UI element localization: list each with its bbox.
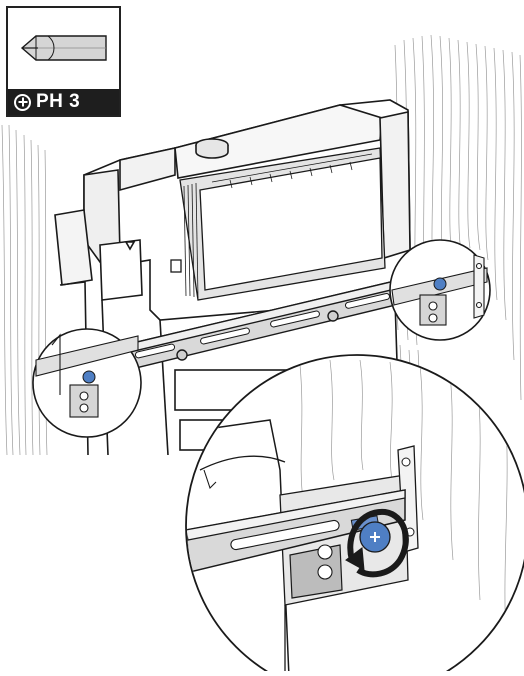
zoom-detail-circle [185,354,524,676]
phillips-plus-icon [14,93,31,111]
control-panel-opening [170,147,386,301]
tool-size-label: PH 3 [36,91,81,112]
phillips-screwdriver-bit-icon [20,35,107,61]
detail-circle-left [32,328,142,438]
tool-badge: PH 3 [6,6,121,117]
tool-badge-footer: PH 3 [8,89,119,115]
detail-circle-right [389,239,491,341]
